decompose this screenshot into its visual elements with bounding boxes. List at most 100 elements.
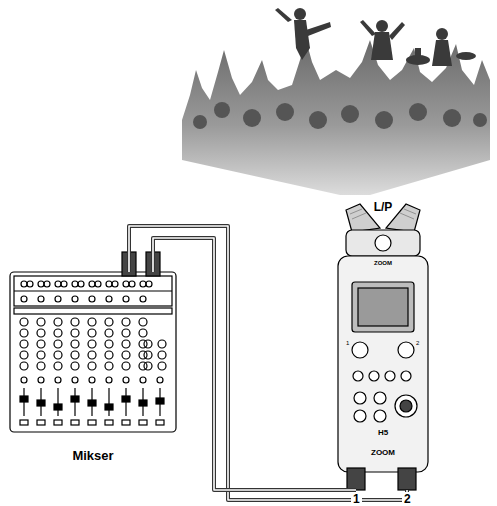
mixer-part [54,362,62,370]
mixer-part [146,281,152,287]
mixer-part [37,351,45,359]
cable-outline [129,226,407,500]
mixer-part [20,329,28,337]
input-number: 2 [402,492,413,506]
mixer-part [88,400,96,406]
mixer-part [72,377,78,383]
mixer-part [144,340,152,348]
mixer-part [105,340,113,348]
mixer-part [37,329,45,337]
mixer-part [71,420,79,425]
audio-cable [153,238,356,490]
mixer-part [158,340,166,348]
crowd-silhouette [182,8,490,195]
mixer-part [37,362,45,370]
mixer-part [38,296,44,302]
mixer-drawing [10,252,176,432]
mixer-part [106,296,112,302]
mixer-part [55,281,61,287]
mixer-part [44,281,50,287]
mixer-part [105,329,113,337]
mixer-part [54,351,62,359]
mixer-part [57,388,58,416]
knob-number: 2 [416,340,419,346]
mixer-part [27,281,33,287]
mixer-part [122,362,130,370]
mixer-part [140,281,146,287]
mixer-part [105,362,113,370]
brand-logo: ZOOM [371,448,395,457]
channel-label: L/P [334,200,432,214]
mixer-part [54,329,62,337]
mixer-part [54,340,62,348]
mixer-part [37,420,45,425]
mixer-part [95,281,101,287]
mixer-part [144,362,152,370]
mixer-part [123,377,129,383]
mixer-part [112,281,118,287]
mixer-part [122,340,130,348]
mixer-part [122,318,130,326]
mixer-part [71,362,79,370]
mixer-part [105,318,113,326]
mixer-part [37,340,45,348]
mixer-part [88,351,96,359]
mixer-part [122,351,130,359]
mixer-part [158,351,166,359]
mixer-part [129,281,135,287]
mixer-part [122,420,130,425]
input-number: 1 [351,492,362,506]
mixer-part [122,396,130,402]
mixer-part [157,377,163,383]
mixer-part [139,318,147,326]
mixer-part [140,377,146,383]
mixer-part [123,281,129,287]
mixer-part [88,362,96,370]
recorder-drawing [338,204,428,490]
mixer-part [106,281,112,287]
mixer-part [123,296,129,302]
mixer-part [89,281,95,287]
mixer-part [20,420,28,425]
model-name: H5 [378,428,388,437]
mixer-part [20,362,28,370]
mixer-part [78,281,84,287]
device-name: Mikser [8,448,178,463]
mixer-part [37,318,45,326]
knob-number: 1 [346,340,349,346]
mixer-part [20,340,28,348]
mixer-part [71,351,79,359]
mixer-part [20,351,28,359]
mixer-part [122,329,130,337]
cable-core [153,238,356,490]
mixer-part [71,329,79,337]
mixer-part [54,420,62,425]
mixer-part [21,377,27,383]
mixer-part [88,340,96,348]
mixer-part [55,296,61,302]
mixer-part [54,404,62,410]
mixer-part [108,388,109,416]
mixer-part [139,329,147,337]
mixer-part [72,296,78,302]
mixer-part [71,318,79,326]
mixer-part [105,351,113,359]
mixer-part [105,404,113,410]
mixer-part [55,377,61,383]
mixer-part [158,362,166,370]
mixer-part [88,318,96,326]
mixer-part [72,281,78,287]
mixer-part [89,296,95,302]
mixer-part [38,377,44,383]
mixer-part [140,296,146,302]
mixer-part [71,340,79,348]
mixer-box: Mikser [8,272,178,448]
mixer-part [156,398,164,404]
mixer-part [37,400,45,406]
mixer-part [20,318,28,326]
mixer-part [61,281,67,287]
mixer-part [106,377,112,383]
mixer-part [38,281,44,287]
